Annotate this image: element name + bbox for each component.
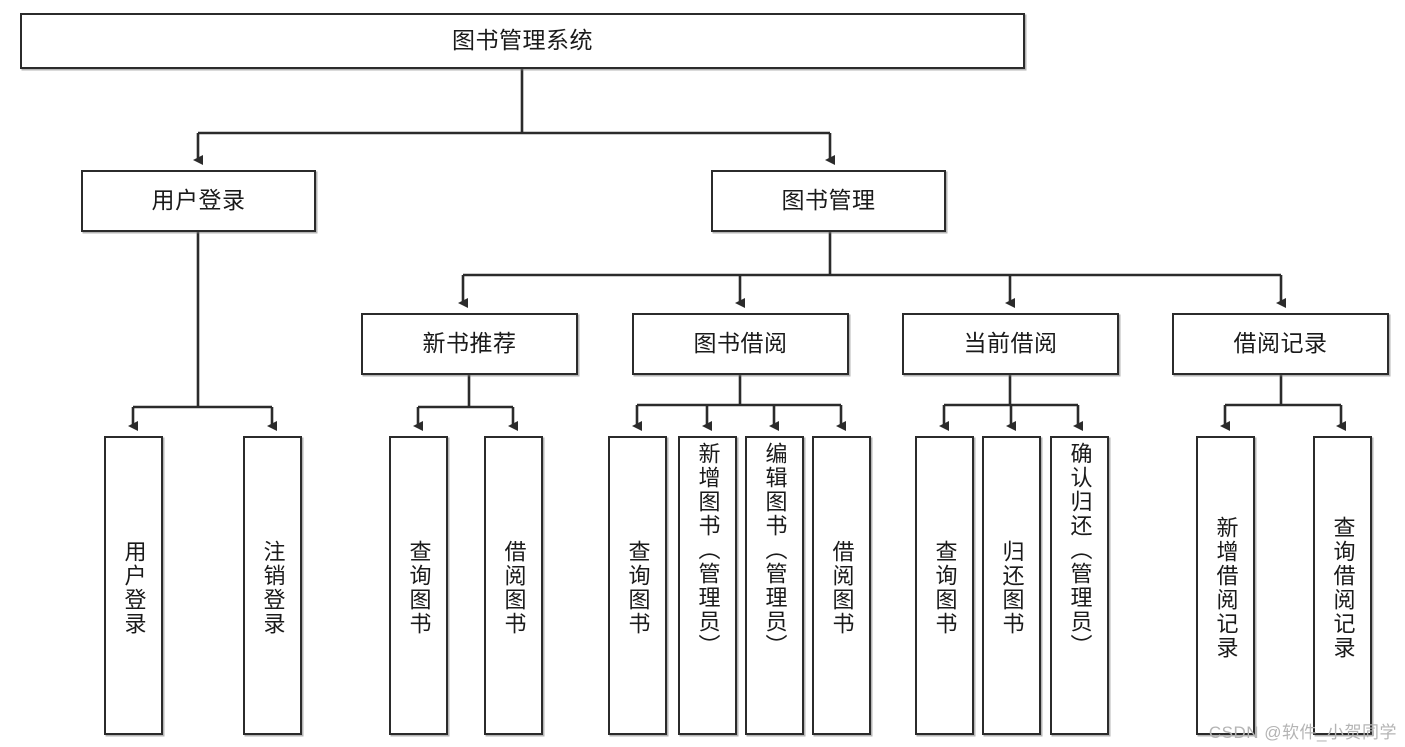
node-leaf-return-book-label: 归还图书	[999, 539, 1025, 636]
node-leaf-add-book[interactable]: 新增图书（管理员）	[678, 436, 737, 735]
node-leaf-query-book-1[interactable]: 查询图书	[389, 436, 448, 735]
node-book-borrow-label: 图书借阅	[693, 330, 788, 357]
node-new-book-recommend-label: 新书推荐	[422, 330, 517, 357]
node-leaf-borrow-book-1-label: 借阅图书	[501, 539, 527, 636]
node-leaf-query-book-3-label: 查询图书	[932, 539, 958, 636]
node-leaf-confirm-return[interactable]: 确认归还（管理员）	[1050, 436, 1109, 735]
node-leaf-query-book-2-label: 查询图书	[625, 539, 651, 636]
node-leaf-confirm-return-label: 确认归还（管理员）	[1067, 442, 1093, 658]
node-leaf-logout[interactable]: 注销登录	[243, 436, 302, 735]
node-root[interactable]: 图书管理系统	[20, 13, 1025, 69]
node-leaf-logout-label: 注销登录	[260, 539, 286, 636]
node-leaf-borrow-book-1[interactable]: 借阅图书	[484, 436, 543, 735]
node-leaf-query-record[interactable]: 查询借阅记录	[1313, 436, 1372, 735]
node-leaf-borrow-book-2-label: 借阅图书	[829, 539, 855, 636]
node-book-manage[interactable]: 图书管理	[711, 170, 946, 232]
node-user-login-label: 用户登录	[151, 187, 246, 214]
node-leaf-add-record-label: 新增借阅记录	[1213, 515, 1239, 660]
node-root-label: 图书管理系统	[452, 27, 593, 54]
node-leaf-user-login-label: 用户登录	[121, 539, 147, 636]
node-user-login[interactable]: 用户登录	[81, 170, 316, 232]
node-leaf-edit-book[interactable]: 编辑图书（管理员）	[745, 436, 804, 735]
node-book-manage-label: 图书管理	[781, 187, 876, 214]
node-borrow-record-label: 借阅记录	[1233, 330, 1328, 357]
node-current-borrow-label: 当前借阅	[963, 330, 1058, 357]
node-current-borrow[interactable]: 当前借阅	[902, 313, 1119, 375]
node-new-book-recommend[interactable]: 新书推荐	[361, 313, 578, 375]
node-leaf-query-book-2[interactable]: 查询图书	[608, 436, 667, 735]
node-book-borrow[interactable]: 图书借阅	[632, 313, 849, 375]
node-leaf-query-book-1-label: 查询图书	[406, 539, 432, 636]
node-leaf-add-record[interactable]: 新增借阅记录	[1196, 436, 1255, 735]
node-leaf-borrow-book-2[interactable]: 借阅图书	[812, 436, 871, 735]
node-leaf-edit-book-label: 编辑图书（管理员）	[762, 442, 788, 658]
node-borrow-record[interactable]: 借阅记录	[1172, 313, 1389, 375]
node-leaf-user-login[interactable]: 用户登录	[104, 436, 163, 735]
node-leaf-query-book-3[interactable]: 查询图书	[915, 436, 974, 735]
node-leaf-query-record-label: 查询借阅记录	[1330, 515, 1356, 660]
watermark: CSDN @软件_小贺同学	[1208, 723, 1397, 742]
node-leaf-add-book-label: 新增图书（管理员）	[695, 442, 721, 658]
node-leaf-return-book[interactable]: 归还图书	[982, 436, 1041, 735]
